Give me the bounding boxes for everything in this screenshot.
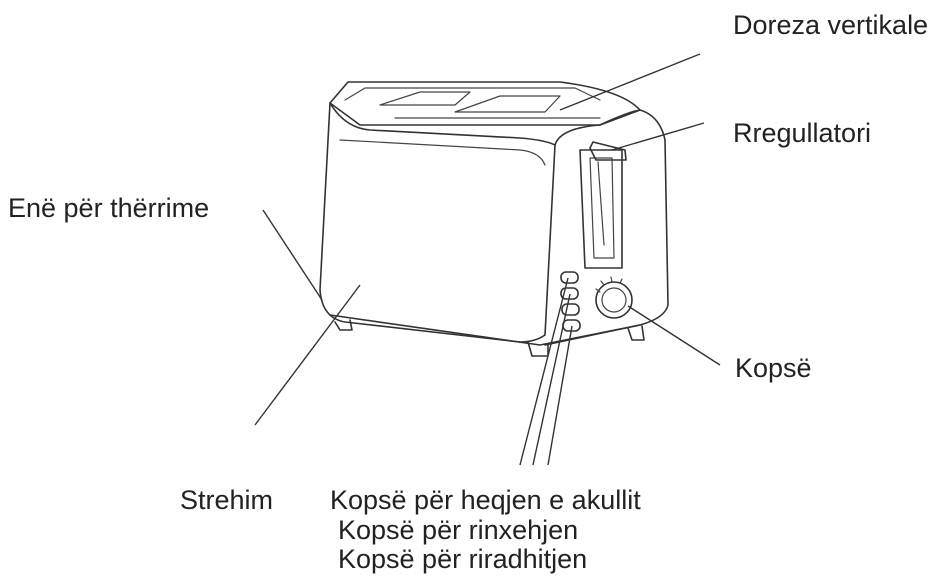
label-crumb-tray: Enë për thërrime [8, 193, 210, 223]
label-housing: Strehim [180, 485, 274, 515]
toaster-body [319, 81, 669, 357]
leader-crumb-tray [262, 209, 323, 301]
leader-defrost [519, 277, 569, 466]
label-knob: Kopsë [735, 353, 812, 383]
leader-knob [627, 305, 721, 366]
leader-reheat [532, 293, 571, 466]
leader-vertical-handle [559, 53, 701, 111]
leader-cancel [547, 325, 573, 466]
label-vertical-handle: Doreza vertikale [733, 10, 929, 40]
label-defrost-button: Kopsë për heqjen e akullit [330, 485, 641, 515]
label-cancel-button: Kopsë për riradhitjen [338, 544, 588, 574]
leader-regulator [611, 122, 705, 151]
label-reheat-button: Kopsë për rinxehjen [338, 515, 579, 545]
label-regulator: Rregullatori [733, 118, 872, 148]
leader-housing [254, 284, 361, 426]
